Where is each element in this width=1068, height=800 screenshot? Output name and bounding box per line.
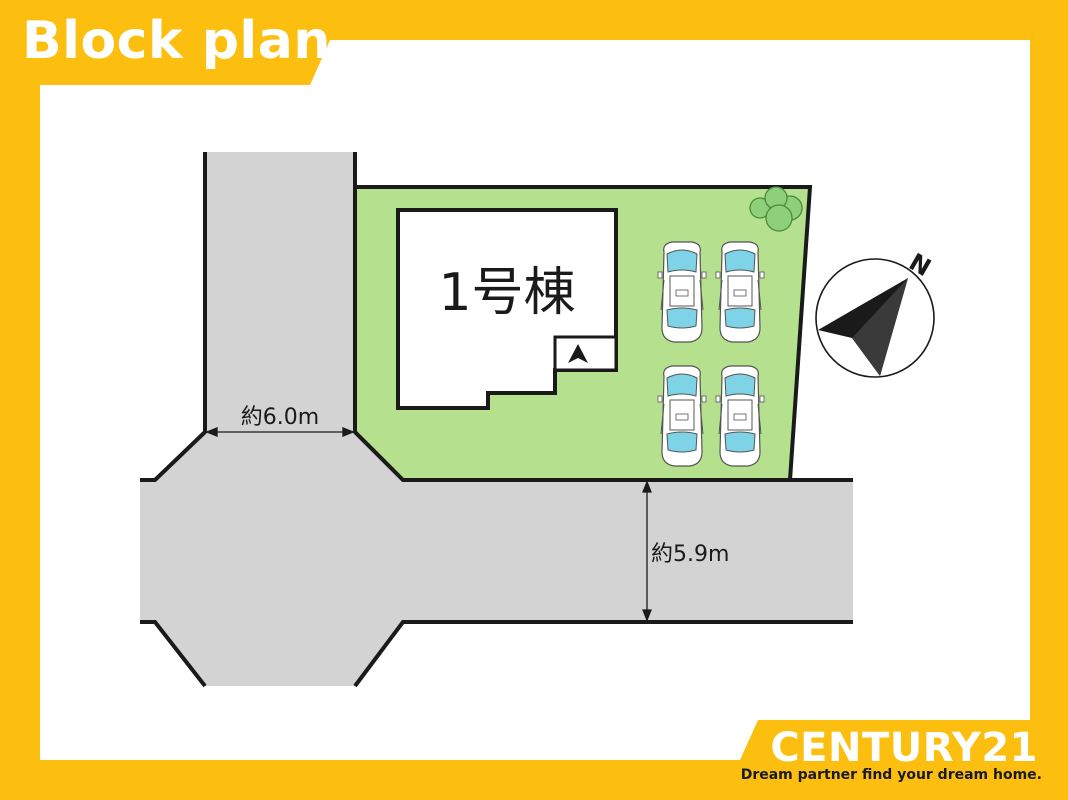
south-road-width-label: 約5.9m: [651, 542, 729, 567]
car-icon: [715, 241, 765, 343]
entrance-marker: [553, 335, 618, 372]
car-icon: [657, 241, 707, 343]
tree-icon: [749, 186, 803, 232]
boundary-lines: [140, 152, 853, 688]
road-area: [140, 152, 853, 686]
building-label: 1号棟: [438, 263, 575, 323]
entrance-arrow-icon: [568, 344, 588, 363]
north-road-width-label: 約6.0m: [241, 405, 319, 430]
car-icon: [657, 365, 707, 467]
brand-tagline: Dream partner find your dream home.: [740, 767, 1042, 783]
dimension-south-road: [642, 480, 652, 622]
page-title: Block plan: [22, 11, 331, 71]
compass-icon: [815, 258, 935, 378]
brand-logo: CENTURY21: [770, 725, 1038, 771]
car-icon: [715, 365, 765, 467]
dimension-north-road: [205, 427, 355, 437]
